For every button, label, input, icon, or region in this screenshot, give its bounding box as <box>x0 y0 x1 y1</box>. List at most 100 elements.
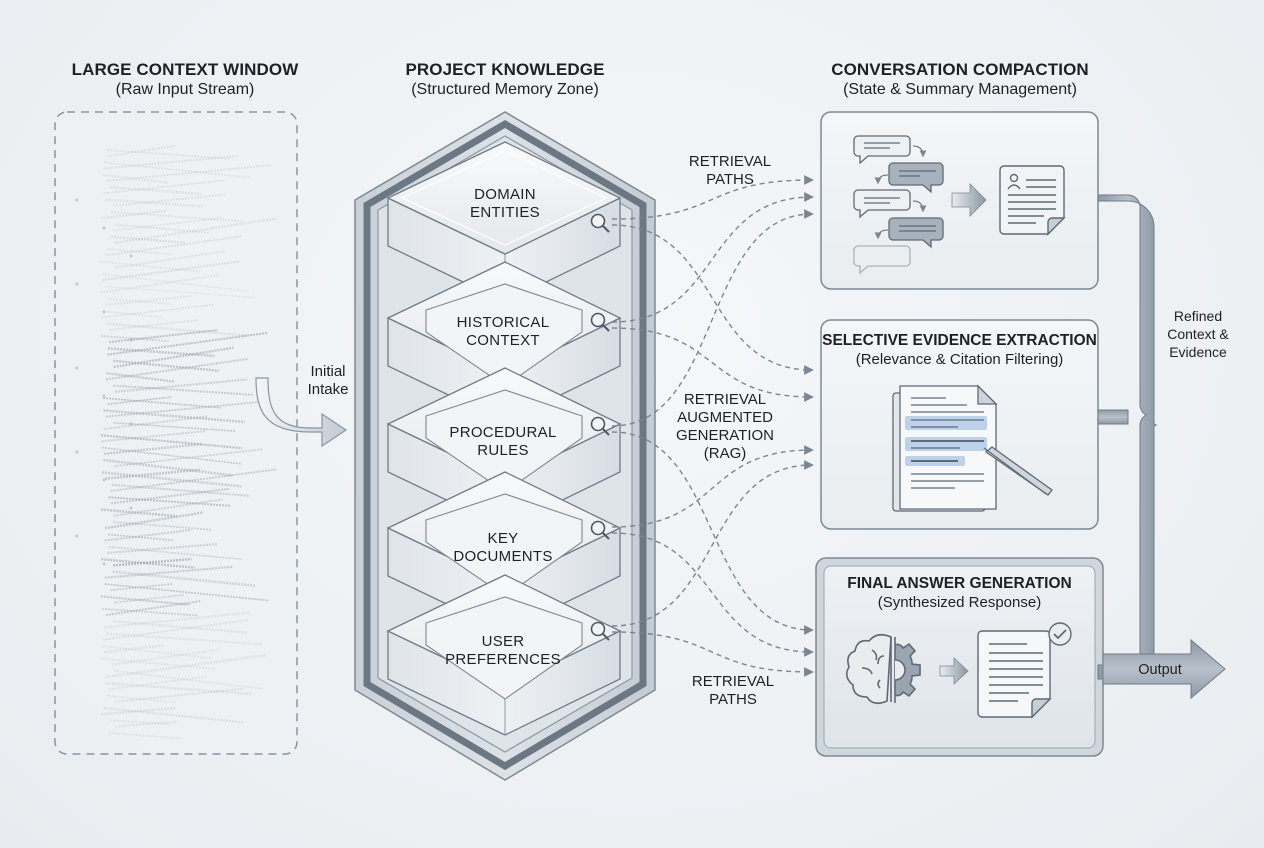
raw-text-line <box>101 430 207 443</box>
raw-text-line <box>103 415 209 430</box>
raw-text-line <box>105 511 204 530</box>
raw-text-line <box>107 542 218 555</box>
retrieval-path <box>611 192 814 323</box>
summary-document-icon <box>999 165 1066 236</box>
raw-text-line <box>111 211 244 223</box>
evidence-panel-title: SELECTIVE EVIDENCE EXTRACTION <box>822 332 1097 349</box>
raw-bullet <box>129 254 133 258</box>
project-knowledge-title: PROJECT KNOWLEDGE <box>405 60 605 79</box>
raw-text-line <box>101 558 196 569</box>
raw-text-line <box>108 248 172 256</box>
raw-bullet <box>129 506 133 510</box>
raw-text-line <box>109 719 171 726</box>
compaction-arrow-icon <box>951 183 987 217</box>
search-icon[interactable] <box>590 416 610 436</box>
raw-text-line <box>105 198 204 208</box>
raw-text-line <box>101 335 169 342</box>
raw-text-line <box>108 533 174 542</box>
retrieval-paths <box>611 175 814 677</box>
raw-text-stream <box>75 144 277 740</box>
raw-text-line <box>107 396 172 406</box>
retrieval-path <box>611 532 814 657</box>
raw-text-line <box>100 595 190 606</box>
raw-text-line <box>102 607 199 617</box>
search-icon[interactable] <box>590 312 610 332</box>
raw-text-line <box>114 720 177 728</box>
search-icon[interactable] <box>590 621 610 641</box>
raw-text-line <box>103 611 250 629</box>
raw-text-line <box>100 434 243 450</box>
raw-text-line <box>108 545 242 561</box>
raw-text-line <box>107 144 177 158</box>
raw-text-line <box>102 397 222 409</box>
raw-text-line <box>105 235 242 257</box>
final-arrow-icon <box>939 657 969 685</box>
raw-text-line <box>111 648 220 666</box>
raw-text-line <box>104 161 251 179</box>
raw-text-line <box>100 260 200 273</box>
raw-text-line <box>114 687 244 703</box>
raw-text-line <box>106 600 201 617</box>
raw-text-line <box>106 372 176 383</box>
raw-text-line <box>108 329 218 344</box>
raw-text-line <box>104 643 165 654</box>
raw-text-line <box>114 448 263 468</box>
raw-text-line <box>101 508 177 518</box>
raw-text-line <box>103 707 244 724</box>
raw-text-line <box>100 657 216 670</box>
final-panel-subtitle: (Synthesized Response) <box>877 594 1042 611</box>
search-icon[interactable] <box>590 520 610 540</box>
raw-text-line <box>101 471 242 488</box>
raw-text-line <box>114 378 248 393</box>
chat-bubbles-icon <box>853 135 944 275</box>
raw-text-line <box>112 216 223 232</box>
raw-text-line <box>101 706 177 716</box>
raw-text-line <box>111 235 186 244</box>
raw-text-line <box>113 521 212 531</box>
raw-text-line <box>113 359 220 372</box>
retrieval-path <box>611 175 814 220</box>
raw-text-line <box>114 250 226 269</box>
raw-text-line <box>103 154 238 170</box>
raw-text-line <box>103 179 224 195</box>
raw-text-line <box>106 164 272 183</box>
retrieval-path <box>611 431 814 635</box>
raw-text-line <box>103 618 250 641</box>
raw-text-line <box>114 594 185 604</box>
raw-text-line <box>105 401 258 418</box>
highlighted-document-icon <box>892 384 998 512</box>
raw-bullet <box>75 282 79 286</box>
raw-text-line <box>107 149 230 160</box>
raw-text-line <box>105 294 191 307</box>
raw-text-line <box>110 583 173 592</box>
conversation-compaction-subtitle: (State & Summary Management) <box>843 81 1077 98</box>
raw-text-line <box>113 620 248 634</box>
retrieval-path <box>611 631 814 677</box>
raw-text-line <box>105 357 249 381</box>
raw-text-line <box>104 583 269 602</box>
raw-text-line <box>102 260 241 282</box>
raw-text-line <box>102 173 169 185</box>
raw-bullet <box>129 422 133 426</box>
raw-text-line <box>110 468 277 492</box>
raw-text-line <box>101 446 243 465</box>
retrieval-path <box>611 327 814 402</box>
retrieval-path <box>611 460 814 627</box>
search-icon[interactable] <box>590 213 610 233</box>
conversation-compaction-title: CONVERSATION COMPACTION <box>831 60 1089 79</box>
layer-slab <box>386 261 622 423</box>
tweezers-icon <box>983 446 1053 496</box>
raw-text-line <box>104 565 233 579</box>
final-panel-title: FINAL ANSWER GENERATION <box>847 575 1072 592</box>
raw-text-line <box>105 682 253 696</box>
raw-text-line <box>113 193 226 207</box>
project-knowledge-subtitle: (Structured Memory Zone) <box>411 81 599 98</box>
